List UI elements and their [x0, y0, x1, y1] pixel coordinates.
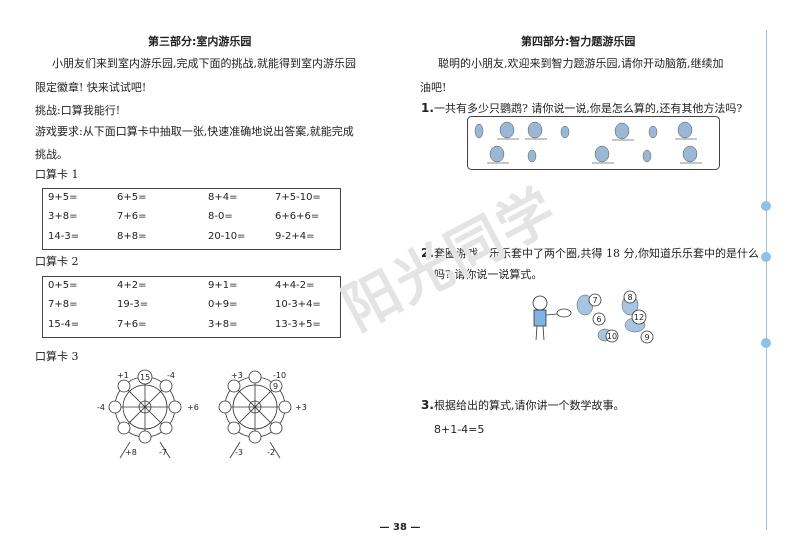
- card1-cell: 7+5-10=: [275, 192, 321, 203]
- card2-cell: 0+5=: [48, 280, 78, 291]
- rule-line-1: 游戏要求:从下面口算卡中抽取一张,快速准确地说出答案,就能完成: [35, 125, 354, 138]
- ring-toss-picture: 7 8 6 12 10 9: [532, 290, 654, 344]
- card1-cell: 14-3=: [48, 231, 80, 242]
- card1-cell: 9+5=: [48, 192, 78, 203]
- question-3-text: 根据给出的算式,请你讲一个数学故事。: [434, 399, 625, 412]
- card1-cell: 20-10=: [208, 231, 246, 242]
- ring-value: 8: [627, 293, 632, 302]
- card2-cell: 7+8=: [48, 299, 78, 310]
- wheel1-op: +1: [117, 371, 129, 380]
- wheel2-op: -10: [273, 371, 286, 380]
- card2-cell: 4+4-2=: [275, 280, 315, 291]
- parrots-picture: [467, 116, 720, 170]
- wheel2-value: 9: [273, 382, 278, 391]
- wheel2-op: +3: [231, 371, 243, 380]
- rail-dot: [761, 201, 771, 211]
- challenge-line: 挑战:口算我能行!: [35, 104, 121, 117]
- card2-cell: 15-4=: [48, 319, 80, 330]
- card2-cell: 9+1=: [208, 280, 238, 291]
- wheel1-op: +8: [125, 448, 137, 457]
- card1-cell: 9-2+4=: [275, 231, 315, 242]
- card3-label: 口算卡 3: [35, 350, 79, 363]
- wheel1-op: -7: [159, 448, 167, 457]
- wheel1-value: 15: [140, 373, 150, 382]
- page-number: — 38 —: [379, 522, 421, 533]
- wheel1-op: +6: [187, 403, 199, 412]
- question-2-text-line-2: 吗? 请你说一说算式。: [434, 268, 543, 281]
- question-2-number: 2.: [421, 246, 434, 260]
- left-intro-line-1: 小朋友们来到室内游乐园,完成下面的挑战,就能得到室内游乐园: [52, 57, 356, 70]
- question-2-text-line-1: 套圈游戏。乐乐套中了两个圈,共得 18 分,你知道乐乐套中的是什么: [434, 247, 759, 260]
- card2-cell: 10-3+4=: [275, 299, 321, 310]
- card2-cell: 7+6=: [117, 319, 147, 330]
- left-intro-line-2: 限定徽章! 快来试试吧!: [35, 81, 147, 94]
- ring-value: 10: [607, 332, 617, 341]
- rail-dot: [761, 338, 771, 348]
- card2-cell: 19-3=: [117, 299, 149, 310]
- question-1-text: 一共有多少只鹦鹉? 请你说一说,你是怎么算的,还有其他方法吗?: [434, 102, 743, 115]
- card1-cell: 6+5=: [117, 192, 147, 203]
- ring-value: 7: [592, 296, 597, 305]
- rule-line-2: 挑战。: [35, 148, 68, 161]
- card2-cell: 3+8=: [208, 319, 238, 330]
- card1-table: 9+5= 6+5= 8+4= 7+5-10= 3+8= 7+6= 8-0= 6+…: [42, 188, 341, 250]
- question-3-formula: 8+1-4=5: [434, 423, 485, 436]
- left-section-title: 第三部分:室内游乐园: [148, 35, 252, 48]
- card1-cell: 8+8=: [117, 231, 147, 242]
- card2-cell: 0+9=: [208, 299, 238, 310]
- question-3-number: 3.: [421, 398, 434, 412]
- card2-cell: 4+2=: [117, 280, 147, 291]
- card1-cell: 3+8=: [48, 211, 78, 222]
- page-edge-rail: [766, 30, 767, 530]
- card2-label: 口算卡 2: [35, 255, 79, 268]
- wheel2-op: +3: [295, 403, 307, 412]
- ring-value: 12: [634, 313, 644, 322]
- right-intro-line-1: 聪明的小朋友,欢迎来到智力题游乐园,请你开动脑筋,继续加: [438, 57, 724, 70]
- wheel2-op: -2: [267, 448, 275, 457]
- ring-value: 9: [644, 333, 649, 342]
- wheel2-op: -3: [235, 448, 243, 457]
- question-1-number: 1.: [421, 101, 434, 115]
- right-intro-line-2: 油吧!: [420, 81, 447, 94]
- card1-cell: 8+4=: [208, 192, 238, 203]
- wheel1-op: -4: [167, 371, 175, 380]
- wheel1-op: -4: [97, 403, 105, 412]
- ferris-wheels: +1 15 -4 -4 +6 +8 -7 +3 -10 9 +3 -3 -2: [97, 369, 307, 459]
- rail-dot: [761, 252, 771, 262]
- card1-label: 口算卡 1: [35, 168, 79, 181]
- card1-cell: 7+6=: [117, 211, 147, 222]
- right-section-title: 第四部分:智力题游乐园: [521, 35, 636, 48]
- card2-table: 0+5= 4+2= 9+1= 4+4-2= 7+8= 19-3= 0+9= 10…: [42, 276, 341, 338]
- ring-value: 6: [596, 315, 601, 324]
- card1-cell: 8-0=: [208, 211, 233, 222]
- card2-cell: 13-3+5=: [275, 319, 321, 330]
- card1-cell: 6+6+6=: [275, 211, 320, 222]
